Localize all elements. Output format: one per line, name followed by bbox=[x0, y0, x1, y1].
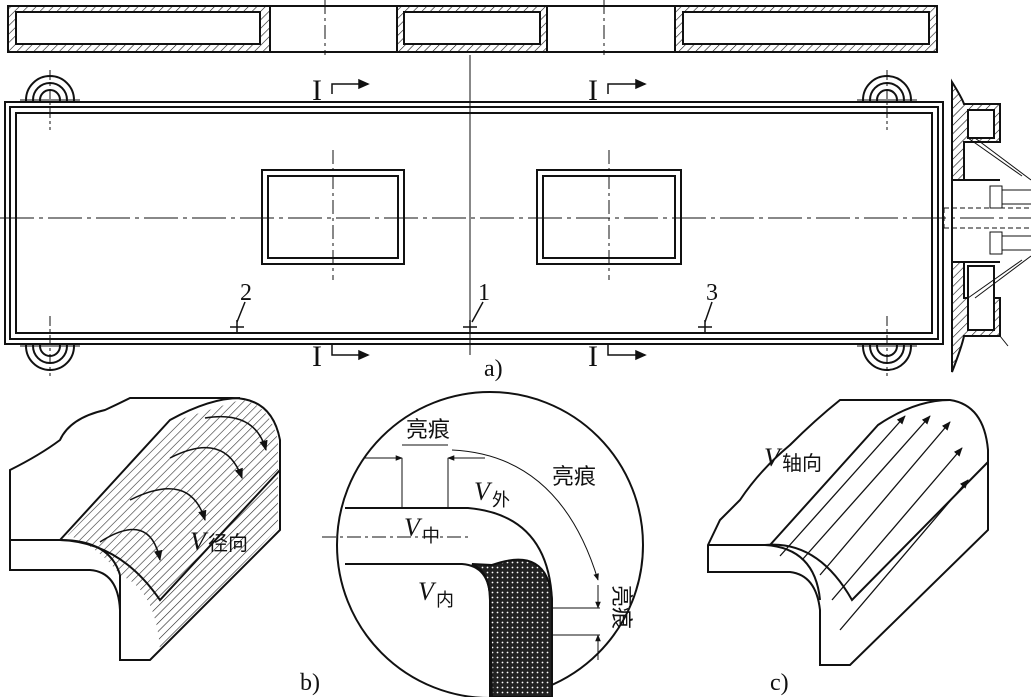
middle-subscript: 中 bbox=[422, 526, 440, 547]
bright-mark-side-label: 亮痕 bbox=[608, 585, 633, 629]
bright-mark-top-label: 亮痕 bbox=[406, 418, 450, 443]
section-mark-top-right: I bbox=[588, 74, 598, 107]
velocity-symbol-middle: V bbox=[404, 513, 423, 542]
velocity-symbol-radial: V bbox=[190, 527, 209, 556]
side-view bbox=[943, 78, 1031, 373]
view-b-radial-bend bbox=[9, 397, 281, 661]
velocity-symbol-outer: V bbox=[474, 477, 493, 506]
velocity-symbol-axial: V bbox=[764, 443, 783, 472]
bright-mark-arc-label: 亮痕 bbox=[552, 465, 596, 490]
inner-subscript: 内 bbox=[436, 590, 454, 611]
view-label-a: a) bbox=[484, 356, 503, 382]
section-mark-top-left: I bbox=[312, 74, 322, 107]
view-label-c: c) bbox=[770, 670, 789, 696]
view-zoom-circle bbox=[322, 391, 644, 697]
bright-mark-side-label-group: 亮痕 bbox=[608, 585, 633, 629]
point-label-2: 2 bbox=[240, 280, 252, 306]
point-label-3: 3 bbox=[706, 280, 718, 306]
plan-view bbox=[0, 55, 1031, 376]
section-strip bbox=[7, 0, 938, 55]
view-label-b: b) bbox=[300, 670, 320, 696]
section-mark-bottom-right: I bbox=[588, 340, 598, 373]
view-c-axial-bend bbox=[707, 399, 989, 666]
radial-subscript: 径向 bbox=[208, 531, 248, 555]
velocity-symbol-inner: V bbox=[418, 577, 437, 606]
section-mark-bottom-left: I bbox=[312, 340, 322, 373]
point-label-1: 1 bbox=[478, 280, 490, 306]
axial-subscript: 轴向 bbox=[782, 451, 822, 475]
labels: I I I I 2 1 3 a) b) c) V 径向 V 轴向 亮痕 亮痕 亮… bbox=[190, 74, 822, 696]
outer-subscript: 外 bbox=[492, 490, 510, 511]
